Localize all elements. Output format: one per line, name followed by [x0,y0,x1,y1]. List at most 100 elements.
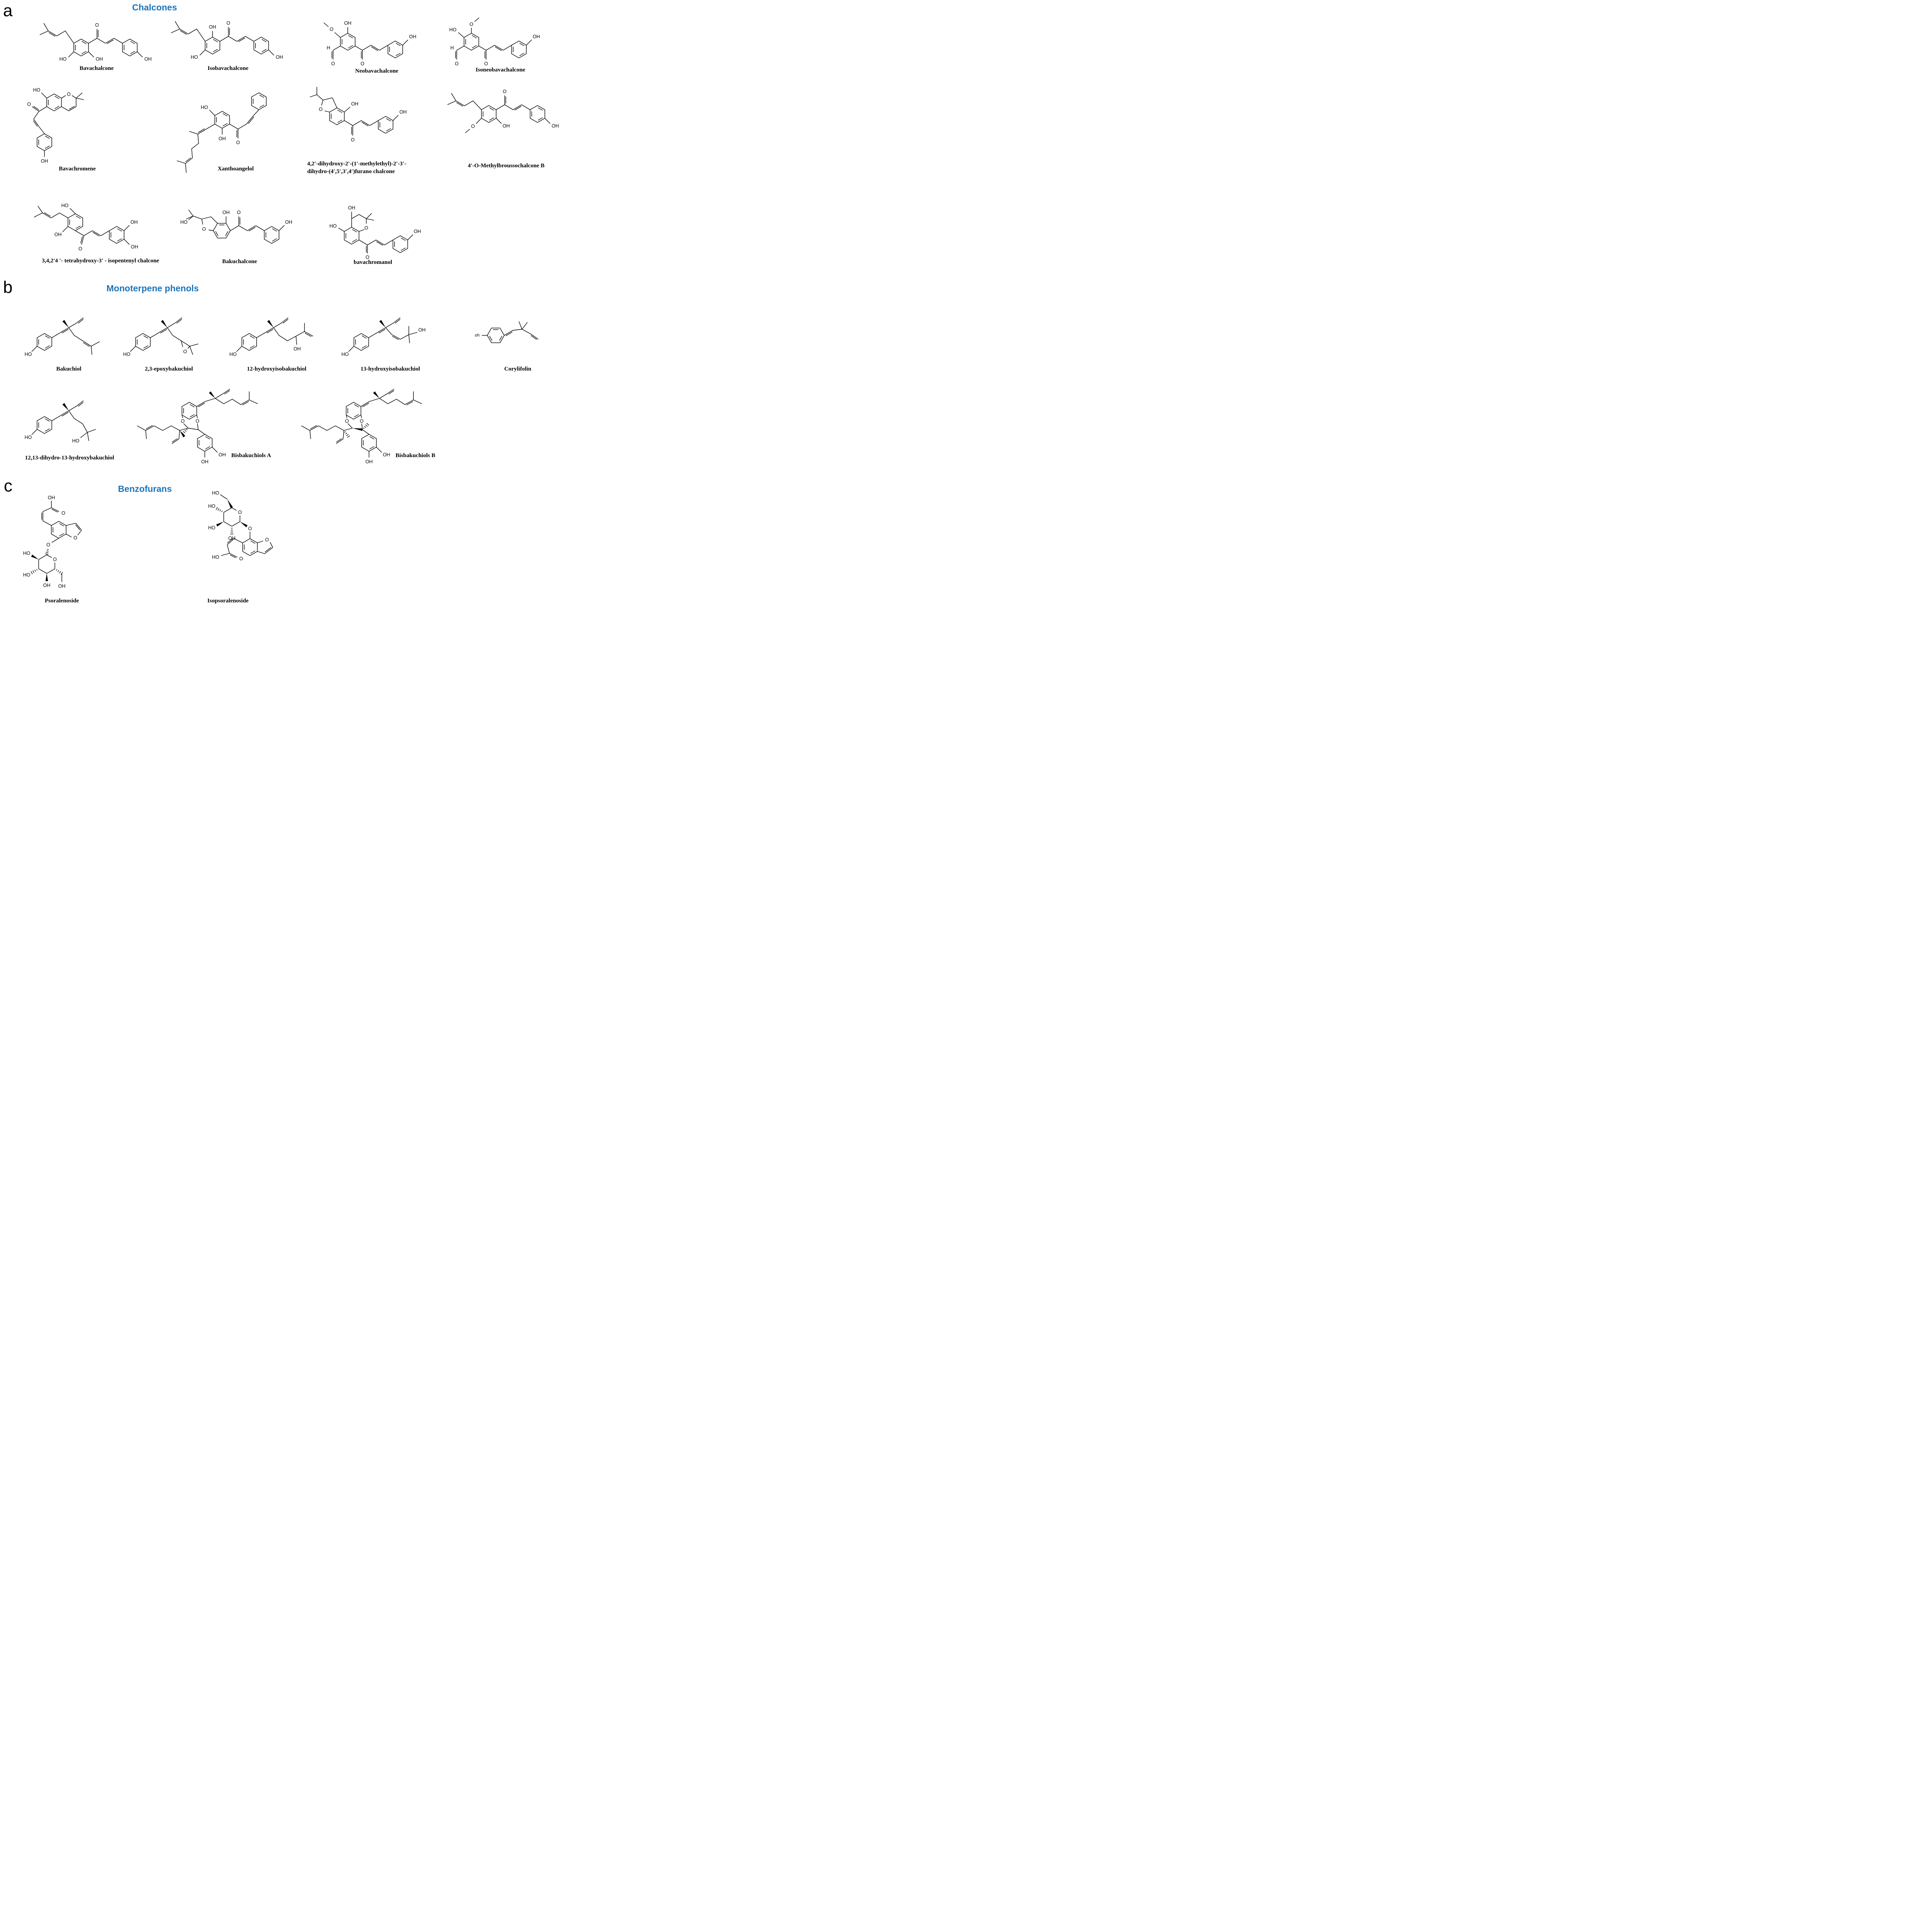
atom-label: O [361,61,364,66]
compound-name-line: Isopsoralenoside [207,598,249,604]
atom-label: OH [276,54,283,60]
atom-label: O [319,107,323,112]
atom-label: O [360,418,364,424]
atom-label: O [366,255,369,260]
atom-label: O [78,246,82,252]
compound-name-line: 2,3-epoxybakuchiol [145,366,193,372]
atom-label: O [364,225,368,231]
compound-name-corylifolin: Corylifolin [491,366,545,373]
atom-label: HO [33,87,41,93]
atom-label: O [330,27,333,32]
atom-label: O [503,89,507,94]
atom-label: O [181,418,185,424]
atom-label: OH [552,123,559,129]
structure-dihydrohydroxybakuchiol: HO HO [24,400,96,445]
atom-label: O [469,22,473,27]
atom-label: HO [230,352,237,357]
compound-name-isoneobavachalcone: Isoneobavachalcone [452,66,549,74]
compound-name-line: Isoneobavachalcone [475,67,526,73]
atom-label: O [239,556,243,561]
atom-label: O [238,510,242,515]
compound-name-line: Bisbakuchiols A [231,452,271,459]
atom-label: OH [503,123,510,129]
compound-name-dihydrohydroxybakuchiol: 12,13-dihydro-13-hydroxybakuchiol [19,454,120,462]
section-title-chalcones: Chalcones [132,2,177,12]
atom-label: OH [351,101,359,107]
compound-name-bisbakuchiolsA: Bisbakuchiols A [216,452,286,460]
atom-label: OH [409,34,417,39]
structure-corylifolin: oh [474,321,539,343]
compound-name-neobavachalcone: Neobavachalcone [330,68,423,75]
compound-name-line: 13-hydroxyisobakuchiol [361,366,420,372]
atom-label: O [183,349,187,354]
atom-label: O [455,61,459,66]
atom-label: OH [344,20,352,26]
atom-label: HO [212,554,219,560]
compound-name-hydroxyisobakuchiol13: 13-hydroxyisobakuchiol [344,366,437,373]
atom-label: O [331,61,335,66]
atom-label: OH [533,34,540,39]
compound-name-tetrahydroxychalcone: 3,4,2'4 '- tetrahydroxy-3' - isopentenyl… [27,257,174,265]
atom-label: O [95,22,99,28]
atom-label: OH [383,452,390,457]
structure-bakuchiol: HO [24,317,100,358]
atom-label: O [67,92,71,97]
compound-name-bisbakuchiolsB: Bisbakuchiols B [381,452,450,460]
compound-name-line: 12-hydroxyisobakuchiol [247,366,306,372]
compound-name-epoxybakuchiol: 2,3-epoxybakuchiol [130,366,207,373]
compound-name-line: Bavachalcone [79,65,114,71]
atom-label: O [248,526,252,531]
atom-label: HO [342,352,349,357]
atom-label: OH [414,229,421,234]
atom-label: OH [41,158,48,164]
atom-label: HO [449,27,457,32]
atom-label: OH [54,232,62,237]
atom-label: O [484,61,488,66]
structure-bavachromene: O HO O OH [26,87,84,165]
atom-label: OH [366,459,373,464]
compound-name-line: Neobavachalcone [355,68,398,74]
atom-label: O [226,20,230,26]
atom-label: HO [25,435,32,440]
atom-label: OH [43,583,51,588]
compound-name-furanochalcone: 4,2′-dihydroxy-2′-(1′-methylethyl)-2′-3′… [307,160,419,175]
atom-label: OH [418,327,426,333]
atom-label: O [471,124,475,129]
compound-name-bakuchalcone: Bakuchalcone [209,258,270,266]
atom-label: OH [145,56,152,62]
atom-label: OH [285,219,293,225]
atom-label: OH [131,244,138,250]
compound-name-isopsoralenoside: Isopsoralenoside [195,597,261,605]
compound-name-line: 4,2′-dihydroxy-2′-(1′-methylethyl)-2′-3′… [307,161,406,167]
atom-label: OH [96,56,103,62]
compound-name-line: dihydro-(4′,5′,3′,4′)furano chalcone [307,168,395,175]
compound-name-bavachromene: Bavachromene [44,165,110,173]
compound-name-bakuchiol: Bakuchiol [30,366,107,373]
compound-name-psoralenoside: Psoralenoside [33,597,91,605]
compound-name-bavachromanol: bavachromanol [340,259,406,267]
atom-label: OH [219,452,226,457]
atom-label: HO [23,572,31,578]
atom-label: O [27,102,31,107]
atom-label: HO [25,352,32,357]
section-title-monoterpene-phenols: Monoterpene phenols [106,283,199,293]
atom-label: OH [348,205,355,211]
atom-label: HO [72,438,80,444]
atom-label: HO [61,203,69,208]
atom-label: OH [209,24,216,30]
compound-name-line: Psoralenoside [44,598,79,604]
atom-label: HO [201,105,208,110]
compound-name-line: Corylifolin [504,366,531,372]
atom-label: HO [23,551,31,556]
atom-label: H [327,45,330,51]
atom-label: H [450,45,454,51]
